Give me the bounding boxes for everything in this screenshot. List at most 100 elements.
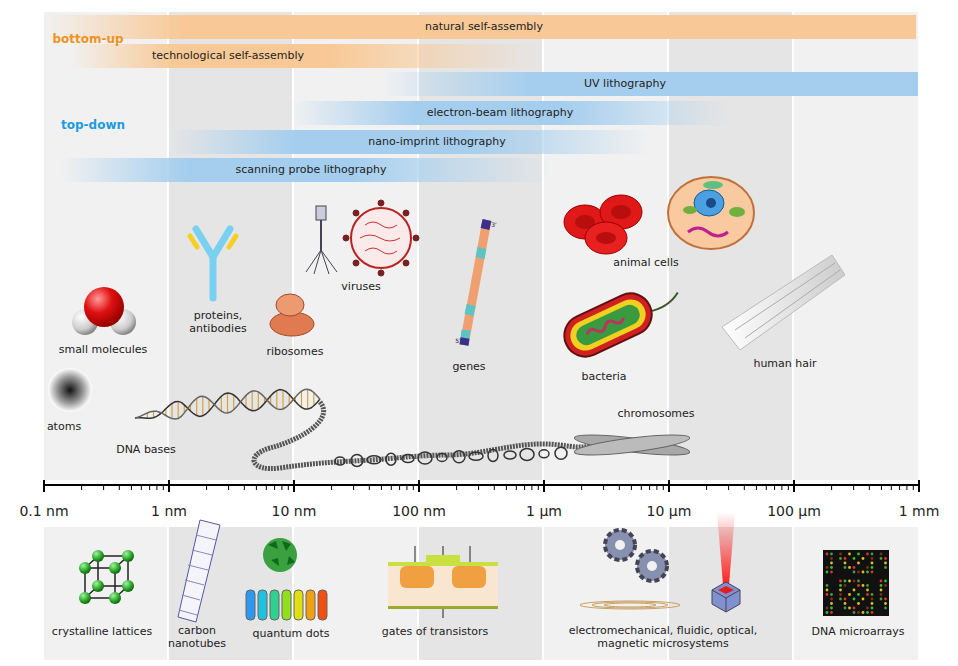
illustration-part: [353, 260, 359, 266]
illustration-part: [403, 210, 409, 216]
illustration-part: [826, 584, 829, 587]
scale-value: 100 µm: [767, 503, 821, 519]
illustration-part: [839, 553, 842, 556]
illustration-part: [830, 602, 833, 605]
illustration-part: [557, 287, 658, 364]
illustration-part: [857, 571, 860, 574]
band-label: UV lithography: [584, 72, 666, 96]
illustration-part: [488, 450, 498, 462]
illustration-part: [866, 571, 869, 574]
illustration-part: [862, 584, 865, 587]
illustration-part: [464, 338, 465, 345]
illustration-part: [718, 586, 734, 594]
chromosome: [574, 431, 691, 459]
illustration-part: [744, 485, 745, 490]
illustration-part: [857, 584, 860, 587]
antibody: [190, 229, 236, 298]
illustration-part: [469, 452, 483, 460]
illustration-part: [43, 480, 45, 492]
illustration-part: [831, 485, 832, 490]
illustration-part: [717, 512, 735, 585]
illustration-part: [386, 453, 396, 465]
illustration-part: [538, 485, 539, 490]
illustration-part: [823, 550, 889, 616]
illustration-part: [703, 181, 723, 189]
illustration-part: [706, 485, 707, 490]
illustration-part: [539, 450, 549, 458]
illustration-part: [631, 485, 632, 490]
illustration-part: [871, 562, 874, 565]
illustration-part: [292, 12, 294, 480]
illustration-part: [167, 12, 169, 480]
illustration-part: [531, 485, 532, 490]
illustration-part: [581, 485, 582, 490]
illustration-part: [880, 598, 883, 601]
illustration-part: [866, 584, 869, 587]
band-label: scanning probe lithography: [235, 158, 386, 182]
scale-value: 100 nm: [392, 503, 446, 519]
illustration-part: [830, 611, 833, 614]
illustration-part: [862, 557, 865, 560]
animal-cell: [668, 177, 754, 249]
bacterium: [557, 273, 686, 363]
illustration-part: [844, 584, 847, 587]
illustration-part: [585, 222, 627, 254]
illustration-part: [369, 485, 370, 490]
illustration-part: [92, 580, 104, 592]
illustration-part: [857, 562, 860, 565]
illustration-part: [663, 485, 664, 490]
illustration-part: [848, 593, 851, 596]
illustration-part: [443, 546, 444, 555]
illustration-part: [360, 222, 400, 254]
illustration-part: [156, 485, 157, 490]
illustration-part: [871, 607, 874, 610]
illustration-part: [268, 541, 295, 566]
illustration-part: [452, 566, 486, 588]
illustration-part: [839, 598, 842, 601]
illustration-part: [826, 566, 829, 569]
water-molecule: [72, 287, 136, 335]
range-band: scanning probe lithography: [60, 158, 550, 182]
illustration-part: [641, 485, 642, 490]
illustration-part: [848, 553, 851, 556]
illustration-part: [320, 220, 322, 250]
illustration-part: [294, 590, 303, 620]
illustration-part: [470, 546, 471, 562]
illustration-part: [555, 447, 567, 459]
illustration-part: [830, 571, 833, 574]
illustration-part: [649, 485, 650, 490]
item-label: electromechanical, fluidic, optical, mag…: [563, 624, 763, 650]
illustration-part: [79, 592, 91, 604]
illustration-part: [839, 593, 842, 596]
illustration-part: [400, 566, 434, 588]
illustration-part: [830, 607, 833, 610]
illustration-part: [270, 590, 279, 620]
illustration-part: [853, 611, 856, 614]
illustration-part: [880, 580, 883, 583]
illustration-part: [880, 589, 883, 592]
illustration-part: [506, 485, 507, 490]
illustration-part: [109, 592, 121, 604]
illustration-part: [403, 260, 409, 266]
gene: [464, 220, 487, 345]
illustration-part: [263, 538, 297, 572]
illustration-part: [378, 270, 384, 276]
illustration-part: [399, 485, 400, 490]
illustration-part: [880, 553, 883, 556]
illustration-part: [857, 553, 860, 556]
scale-value: 0.1 nm: [19, 503, 68, 519]
illustration-part: [331, 485, 332, 490]
illustration-part: [857, 611, 860, 614]
illustration-part: [656, 485, 657, 490]
illustration-part: [906, 485, 907, 490]
illustration-part: [574, 431, 691, 459]
illustration-part: [694, 190, 724, 216]
illustration-part: [141, 485, 142, 490]
illustration-part: [884, 557, 887, 560]
illustration-part: [637, 551, 667, 581]
illustration-part: [848, 566, 851, 569]
illustration-part: [826, 611, 829, 614]
dna-microarray: [823, 550, 889, 616]
illustration-part: [918, 480, 920, 492]
